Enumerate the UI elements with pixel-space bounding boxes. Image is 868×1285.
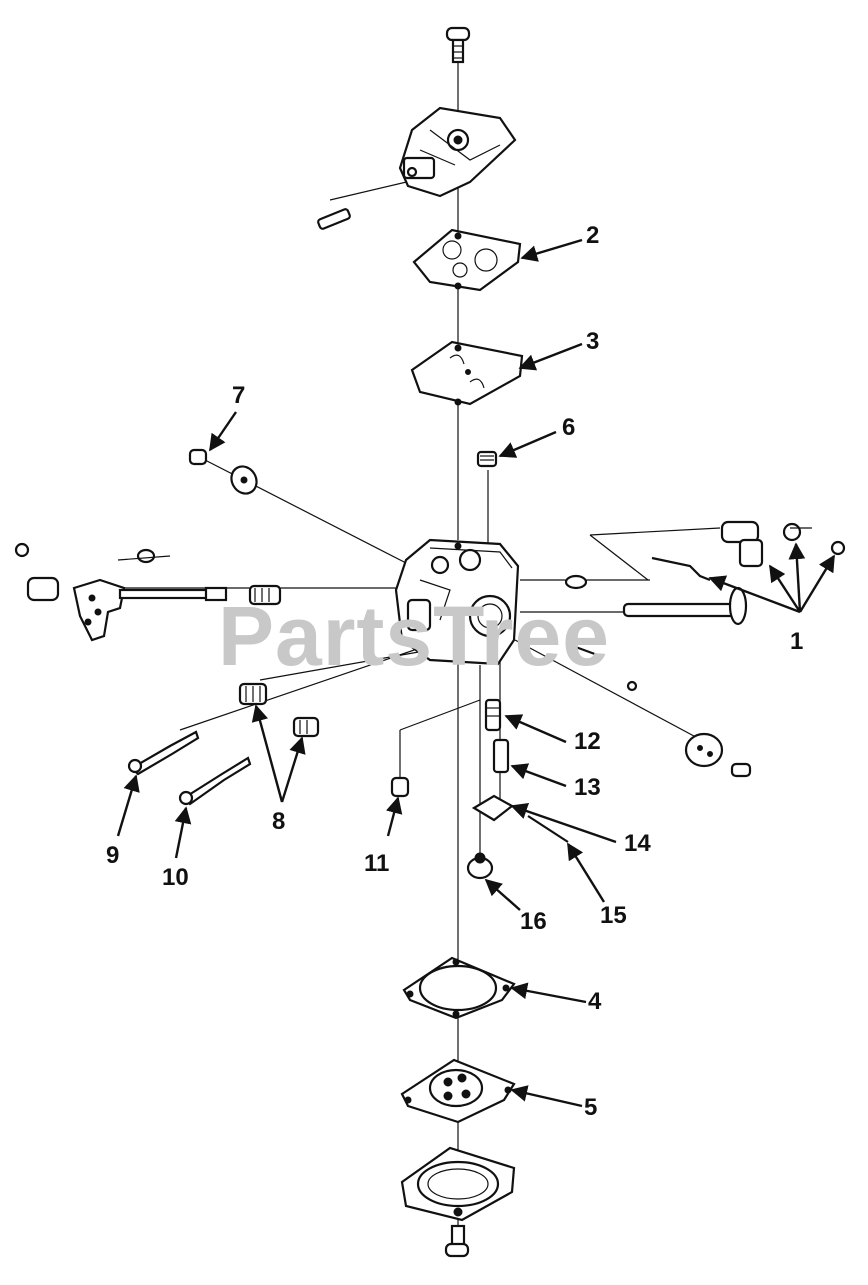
throttle-spring [248, 584, 282, 606]
callout-5: 5 [584, 1094, 598, 1121]
metering-cover [400, 1146, 516, 1222]
callout-3: 3 [586, 328, 600, 355]
callout-1: 1 [790, 628, 804, 655]
top-screw [445, 26, 471, 64]
callout-8: 8 [272, 808, 286, 835]
callout-14: 14 [624, 830, 651, 857]
right-small-parts [568, 645, 752, 778]
inlet-parts [390, 698, 569, 880]
pump-diaphragm [410, 340, 524, 406]
callout-4: 4 [588, 988, 602, 1015]
mixture-needles [127, 682, 320, 806]
callout-11: 11 [364, 850, 390, 877]
callout-leaders [116, 238, 836, 1108]
metering-diaphragm [400, 1058, 516, 1124]
callout-15: 15 [600, 902, 627, 929]
callout-12: 12 [574, 728, 601, 755]
carburetor-body [394, 538, 520, 666]
callout-2: 2 [586, 222, 600, 249]
choke-parts [564, 520, 846, 626]
spring-6 [476, 450, 498, 468]
bottom-screw [444, 1224, 470, 1258]
callout-13: 13 [574, 774, 601, 801]
callout-16: 16 [520, 908, 547, 935]
callout-9: 9 [106, 842, 120, 869]
pump-gasket [412, 228, 522, 292]
metering-gasket [402, 956, 516, 1020]
callout-6: 6 [562, 414, 576, 441]
callout-7: 7 [232, 382, 246, 409]
throttle-shaft-assembly [14, 542, 228, 642]
cover-adjust-screw [317, 208, 351, 230]
watermark-text: PartsTree [218, 589, 610, 683]
screw-7 [188, 448, 258, 495]
callout-10: 10 [162, 864, 189, 891]
pump-cover [398, 106, 517, 198]
